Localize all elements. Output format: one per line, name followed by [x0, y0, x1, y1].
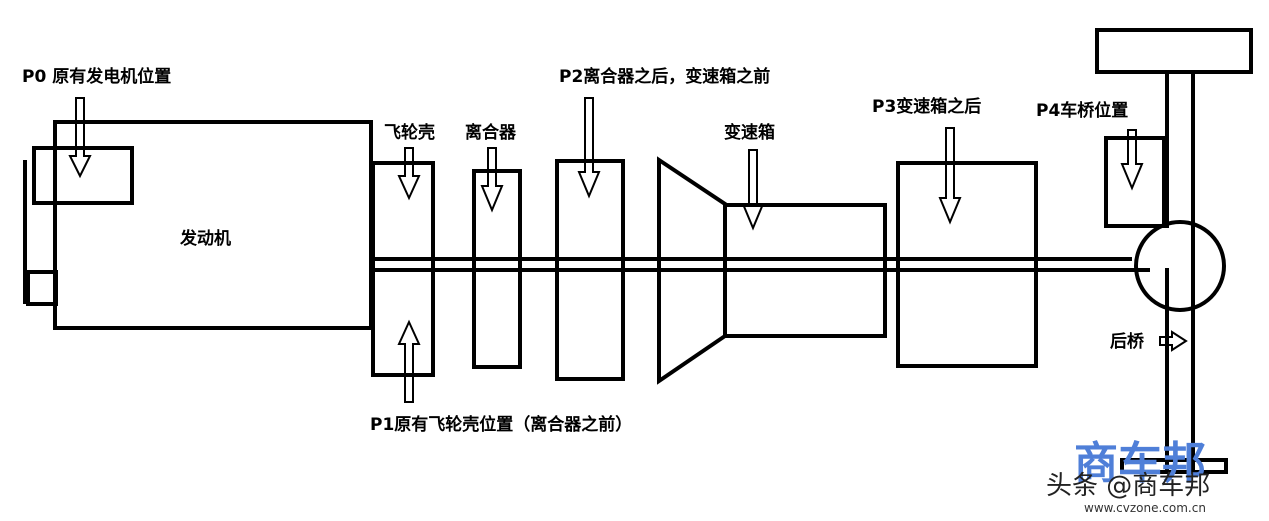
label-flywheel-housing: 飞轮壳 — [384, 122, 435, 143]
arrow-p2 — [577, 97, 601, 199]
watermark-url: www.cvzone.com.cn — [1084, 501, 1206, 515]
arrow-p1 — [397, 319, 421, 403]
watermark-brand: 商车邦 — [1074, 438, 1206, 489]
rear-axle-structure — [1095, 28, 1253, 474]
drive-shaft — [371, 257, 1150, 272]
arrow-rear-axle — [1159, 330, 1188, 352]
label-clutch: 离合器 — [465, 122, 517, 143]
arrow-flywheel — [397, 147, 421, 201]
watermark: 商车邦 头条 @商车邦 www.cvzone.com.cn — [1046, 438, 1210, 515]
differential-circle — [1132, 220, 1226, 312]
label-rear-axle: 后桥 — [1110, 332, 1145, 352]
watermark-source: 头条 @商车邦 — [1046, 471, 1210, 501]
arrow-clutch — [480, 147, 504, 213]
label-p0: P0 原有发电机位置 — [22, 66, 171, 87]
arrow-gearbox — [741, 149, 765, 231]
label-p3: P3变速箱之后 — [872, 96, 981, 117]
p3-box — [896, 161, 1038, 368]
arrow-p0 — [68, 97, 92, 179]
arrow-p3 — [938, 127, 962, 225]
label-p4: P4车桥位置 — [1036, 100, 1128, 121]
label-gearbox: 变速箱 — [724, 122, 775, 143]
label-engine: 发动机 — [179, 228, 231, 249]
label-p1: P1原有飞轮壳位置（离合器之前） — [370, 414, 632, 435]
label-p2: P2离合器之后，变速箱之前 — [559, 66, 770, 87]
arrow-p4 — [1120, 129, 1144, 191]
